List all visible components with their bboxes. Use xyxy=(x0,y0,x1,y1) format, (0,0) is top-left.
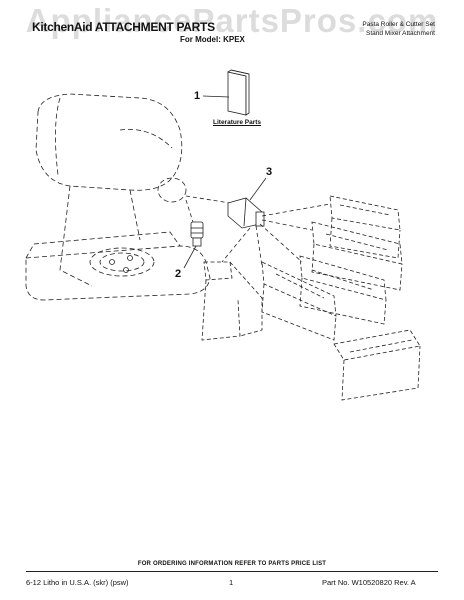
model-subtitle: For Model: KPEX xyxy=(180,35,245,44)
page-number: 1 xyxy=(229,578,234,587)
callout-leader-1 xyxy=(202,95,230,98)
hub-leader-lines xyxy=(185,195,231,223)
header-description: Pasta Roller & Cutter Set Stand Mixer At… xyxy=(355,20,435,38)
callout-2: 2 xyxy=(175,268,182,280)
base-bolt xyxy=(123,267,129,273)
footer-divider xyxy=(26,571,438,572)
callout-leader-3 xyxy=(249,177,267,201)
watermark: AppliancePartsPros.com xyxy=(25,2,439,39)
base-bolt xyxy=(109,259,115,265)
adapter-housing-illustration xyxy=(227,197,265,229)
ordering-note: FOR ORDERING INFORMATION REFER TO PARTS … xyxy=(137,561,327,567)
page-title: KitchenAid ATTACHMENT PARTS xyxy=(32,20,215,34)
attachment-leader-lines xyxy=(221,203,331,267)
pasta-attachment-outlines xyxy=(201,195,421,401)
header-description-line1: Pasta Roller & Cutter Set xyxy=(362,21,435,28)
stand-mixer-outline xyxy=(25,93,211,301)
literature-parts-label: Literature Parts xyxy=(213,119,262,126)
litho-info: 6-12 Litho in U.S.A. (skr) (psw) xyxy=(26,578,129,587)
part-number: Part No. W10520820 Rev. A xyxy=(322,578,416,587)
callout-leader-2 xyxy=(183,245,197,269)
literature-booklet-illustration xyxy=(226,69,250,116)
base-bolt xyxy=(127,255,133,261)
drive-shaft-illustration xyxy=(190,221,204,247)
callout-1: 1 xyxy=(194,90,201,102)
header-description-line2: Stand Mixer Attachment xyxy=(365,30,435,37)
callout-3: 3 xyxy=(266,166,273,178)
